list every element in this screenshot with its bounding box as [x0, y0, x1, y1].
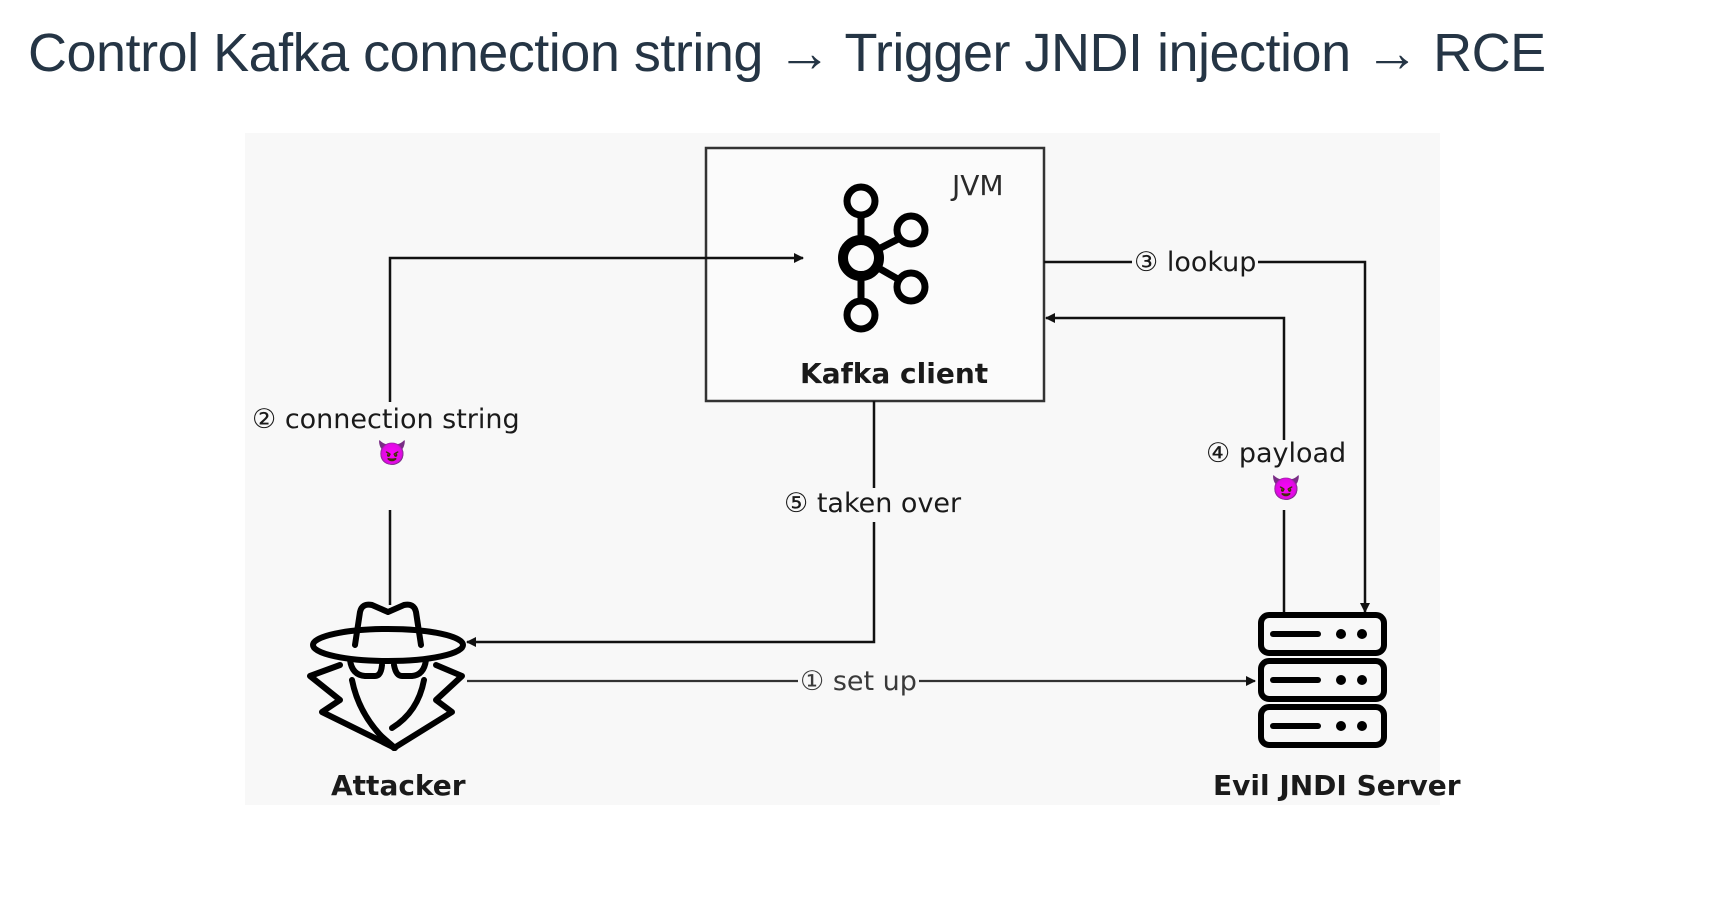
edge-label-payload: ④ payload: [1204, 440, 1348, 467]
server-rack-icon: [1258, 612, 1387, 748]
jvm-label: JVM: [952, 169, 1004, 202]
server-label: Evil JNDI Server: [1213, 769, 1461, 802]
kafka-logo-icon: [838, 183, 929, 333]
step-number: ②: [252, 404, 277, 435]
edge-payload: [1045, 313, 1286, 612]
step-number: ④: [1206, 438, 1231, 469]
step-number: ⑤: [784, 488, 809, 519]
devil-icon: 😈: [377, 440, 407, 467]
step-number: ①: [800, 666, 825, 697]
edge-label-connection-string: ② connection string: [250, 406, 522, 433]
edge-text: lookup: [1166, 247, 1257, 278]
edge-taken-over: [466, 401, 876, 647]
server-status-lights: [1336, 629, 1367, 731]
step-number: ③: [1134, 247, 1159, 278]
edge-lookup: [1044, 260, 1370, 613]
edge-label-taken-over: ⑤ taken over: [782, 488, 964, 519]
edge-connection-string: [388, 253, 804, 605]
attacker-label: Attacker: [331, 769, 466, 802]
devil-icon: 😈: [1271, 475, 1301, 502]
hacker-hat-icon: [307, 601, 466, 751]
page-title: Control Kafka connection string → Trigge…: [28, 23, 1546, 83]
edge-label-lookup: ③ lookup: [1132, 247, 1259, 278]
edge-text: taken over: [816, 488, 962, 519]
edge-text: set up: [832, 666, 917, 697]
edge-label-set-up: ① set up: [798, 668, 919, 695]
edge-text: connection string: [284, 404, 520, 435]
edge-text: payload: [1238, 438, 1347, 469]
kafka-client-label: Kafka client: [800, 357, 989, 390]
